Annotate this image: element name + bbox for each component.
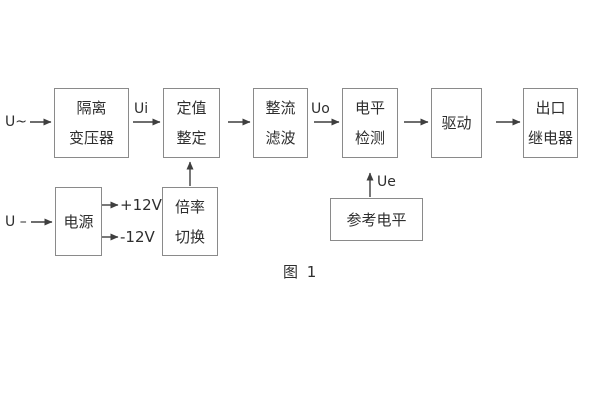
block-label-line: 滤波: [265, 129, 296, 147]
block-driver: 驱动: [431, 88, 482, 158]
signal-label-uo: Uo: [311, 101, 330, 117]
signal-label-ue: Ue: [377, 174, 396, 190]
block-label-line: 出口: [535, 99, 566, 117]
block-label-line: 电源: [63, 212, 94, 231]
block-isolation-transformer: 隔离 变压器: [54, 88, 129, 158]
block-reference-level: 参考电平: [330, 198, 423, 241]
signal-label-u-dc: U –: [5, 214, 27, 230]
block-label-line: 检测: [354, 129, 385, 147]
block-label-line: 继电器: [527, 129, 573, 147]
signal-label-plus-12v: +12V: [120, 196, 162, 214]
block-output-relay: 出口 继电器: [523, 88, 578, 158]
block-label-line: 参考电平: [346, 210, 407, 229]
figure-caption: 图 1: [283, 263, 319, 281]
block-label-line: 倍率: [174, 197, 205, 216]
block-label-line: 切换: [174, 227, 205, 246]
signal-label-ui: Ui: [134, 101, 149, 117]
block-label-line: 整定: [176, 129, 207, 147]
block-rectifier-filter: 整流 滤波: [253, 88, 308, 158]
block-level-detect: 电平 检测: [342, 88, 398, 158]
block-label-line: 变压器: [68, 129, 114, 147]
block-label-line: 电平: [354, 99, 385, 117]
block-label-line: 驱动: [441, 114, 472, 132]
signal-label-minus-12v: -12V: [120, 228, 155, 246]
signal-label-u-ac: U~: [5, 114, 27, 130]
block-multiplier-switch: 倍率 切换: [162, 187, 218, 256]
block-label-line: 定值: [176, 99, 207, 117]
block-power-supply: 电源: [55, 187, 102, 256]
block-label-line: 隔离: [76, 99, 107, 117]
block-setpoint-adjust: 定值 整定: [163, 88, 220, 158]
block-label-line: 整流: [265, 99, 296, 117]
